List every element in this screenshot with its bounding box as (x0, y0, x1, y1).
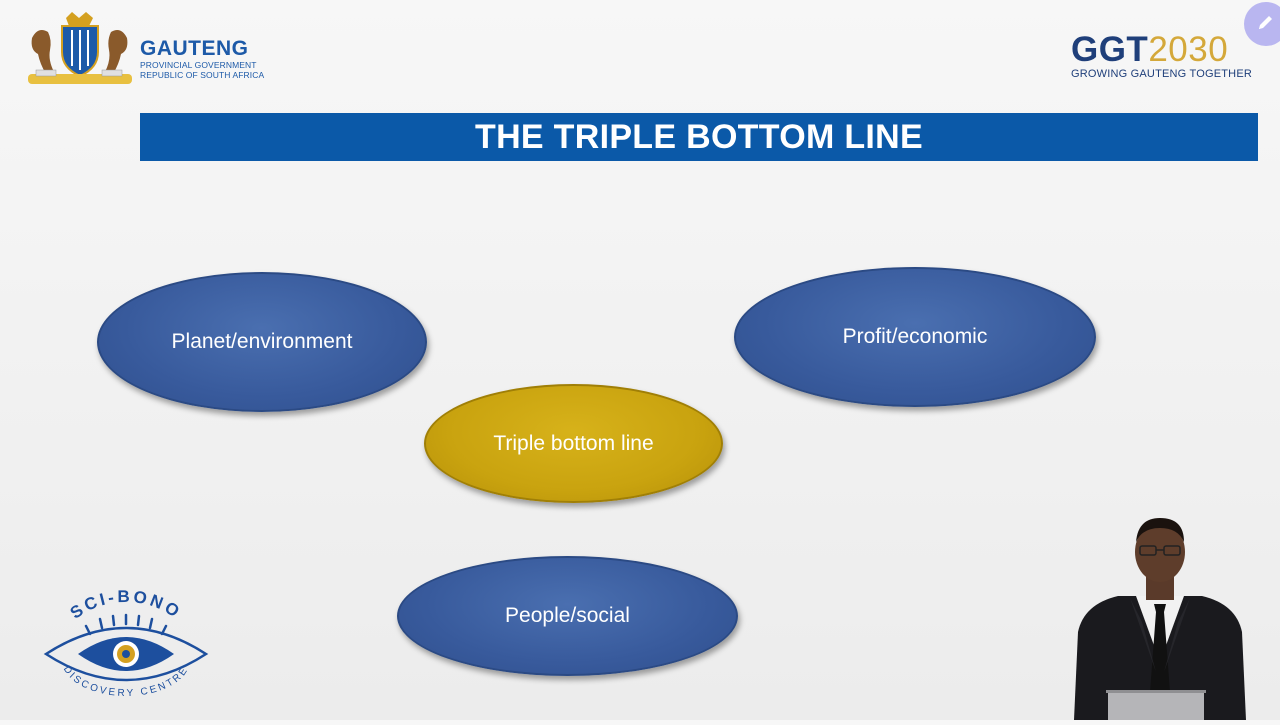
oval-triple-bottom-line: Triple bottom line (424, 384, 723, 503)
oval-profit-label: Profit/economic (842, 325, 988, 348)
oval-triple-label: Triple bottom line (493, 431, 654, 455)
slide-title-bar: THE TRIPLE BOTTOM LINE (140, 113, 1258, 161)
coat-of-arms-icon (28, 12, 132, 84)
oval-profit-economic: Profit/economic (734, 267, 1096, 407)
presenter-figure (1074, 518, 1246, 720)
oval-planet-environment: Planet/environment (97, 272, 427, 412)
oval-people-label: People/social (505, 604, 630, 627)
gauteng-text: GAUTENG PROVINCIAL GOVERNMENT REPUBLIC O… (140, 37, 265, 81)
slide-title: THE TRIPLE BOTTOM LINE (475, 117, 923, 156)
presenter-video (1060, 512, 1260, 720)
gauteng-subtitle-1: PROVINCIAL GOVERNMENT (140, 60, 257, 70)
oval-people-social: People/social (397, 556, 738, 676)
edit-button[interactable] (1244, 2, 1280, 46)
ggt2030-logo: GGT2030 GROWING GAUTENG TOGETHER (1070, 30, 1252, 81)
ggt-tagline: GROWING GAUTENG TOGETHER (1070, 68, 1252, 80)
gauteng-title: GAUTENG (140, 37, 249, 60)
ggt-prefix: GGT (1070, 30, 1149, 69)
gauteng-logo (22, 8, 262, 90)
gauteng-subtitle-2: REPUBLIC OF SOUTH AFRICA (140, 70, 265, 80)
eye-icon (78, 613, 174, 671)
oval-planet-label: Planet/environment (171, 330, 353, 353)
scibono-logo: SCI-BONO DISCOVERY CENTRE (38, 587, 213, 700)
ggt-year: 2030 (1148, 30, 1229, 69)
pencil-icon (1259, 16, 1272, 29)
